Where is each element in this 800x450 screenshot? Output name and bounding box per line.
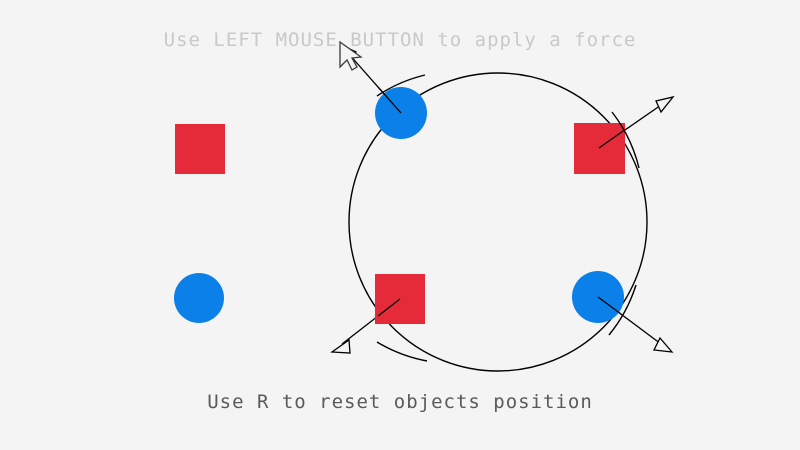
guide-circle-overlay (376, 74, 640, 362)
force-arrow-group (330, 43, 675, 354)
force-arrow-bottom-right (597, 296, 674, 353)
body-circle-left[interactable] (174, 273, 224, 323)
guide-arc-bottom-right-circle (608, 284, 637, 336)
force-arrow-overlay-group (377, 86, 627, 317)
body-square-top-right[interactable] (574, 123, 625, 174)
guide-arc-top-circle (376, 74, 426, 97)
force-arrow-top-left-overlay (377, 86, 402, 114)
force-arrow-bottom-right-overlay (597, 296, 622, 315)
hint-text-top: Use LEFT MOUSE BUTTON to apply a force (163, 29, 637, 51)
force-arrow-bottom-left-overlay (377, 298, 401, 317)
guide-arc-bottom-square (376, 341, 428, 362)
guide-arc-top-right-square (611, 111, 640, 169)
force-arrow-top-right-overlay (598, 128, 627, 149)
hint-text-bottom: Use R to reset objects position (207, 391, 593, 413)
body-square-left[interactable] (175, 124, 225, 174)
guide-circle (348, 72, 648, 372)
